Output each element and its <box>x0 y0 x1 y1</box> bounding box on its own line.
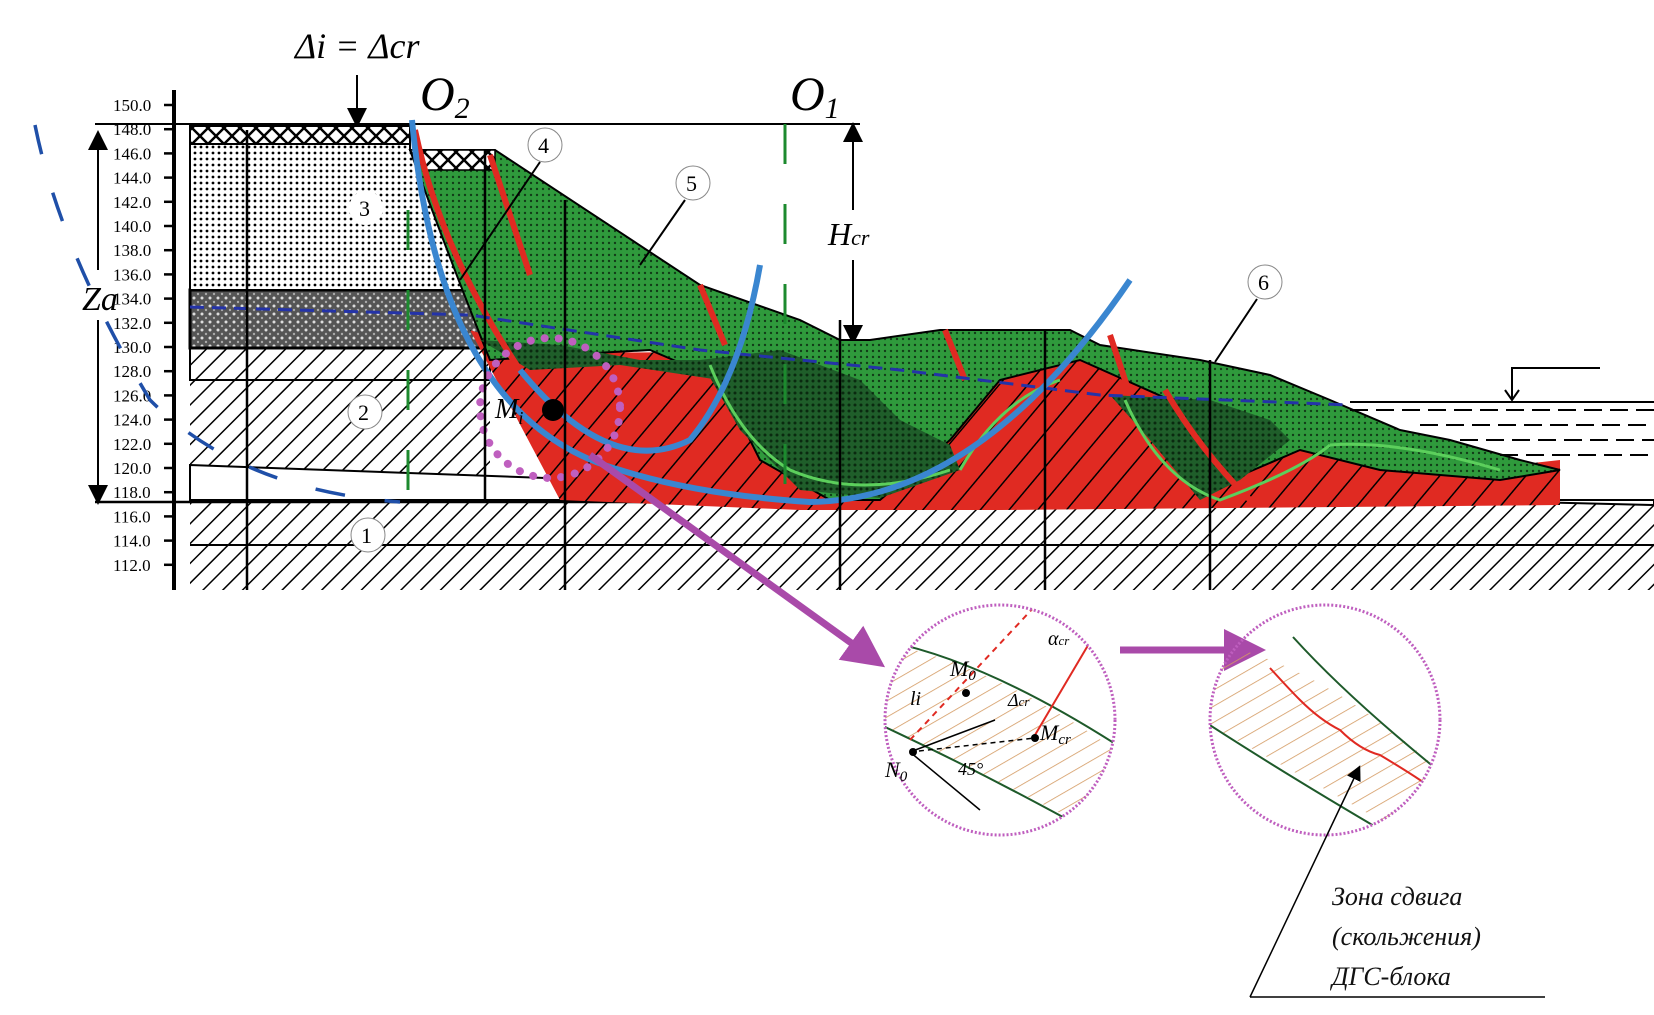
marker-4: 4 <box>527 127 563 163</box>
elevation-tick-label: 130.0 <box>113 338 151 357</box>
detail-left: M0 N0 Mcr li αcr Δcr 45° <box>883 603 1117 837</box>
deep-block-1 <box>700 350 960 498</box>
elevation-tick-label: 146.0 <box>113 144 151 163</box>
svg-text:2: 2 <box>358 400 369 425</box>
marker-1: 1 <box>350 517 386 553</box>
alpha-cr-label: αcr <box>1048 628 1070 650</box>
elevation-tick-label: 118.0 <box>113 483 151 502</box>
elevation-tick-label: 114.0 <box>113 532 151 551</box>
mi-label: Mi <box>494 394 523 428</box>
delta-cr-label: Δcr <box>1007 690 1030 710</box>
mi-point <box>542 399 564 421</box>
elevation-tick-label: 148.0 <box>113 120 151 139</box>
caption-line-3: ДГС-блока <box>1329 962 1451 991</box>
boreholes <box>245 130 1212 590</box>
mcr-label: Mcr <box>1039 720 1071 748</box>
elevation-tick-label: 128.0 <box>113 362 151 381</box>
elevation-tick-label: 144.0 <box>113 169 151 188</box>
formula-label: Δi = Δcr <box>293 26 421 66</box>
svg-text:1: 1 <box>361 523 372 548</box>
svg-text:5: 5 <box>686 171 697 196</box>
n0-label: N0 <box>884 757 908 785</box>
o2-label: O2 <box>420 68 470 125</box>
elevation-tick-label: 142.0 <box>113 193 151 212</box>
slip-arcs <box>409 119 1133 506</box>
caption-line-1: Зона сдвига <box>1332 882 1462 911</box>
elevation-tick-label: 132.0 <box>113 314 151 333</box>
angle-label: 45° <box>958 759 983 779</box>
elevation-tick-label: 124.0 <box>113 411 151 430</box>
elevation-tick-label: 112.0 <box>113 556 151 575</box>
marker-6: 6 <box>1247 264 1283 300</box>
elevation-tick-label: 134.0 <box>113 290 151 309</box>
svg-text:3: 3 <box>359 196 370 221</box>
elevation-tick-label: 136.0 <box>113 265 151 284</box>
marker-5: 5 <box>675 165 711 201</box>
elevation-tick-label: 140.0 <box>113 217 151 236</box>
detail-right: Зона сдвига (скольжения) ДГС-блока <box>1208 603 1545 998</box>
centerlines <box>406 124 787 500</box>
o1-label: O1 <box>790 68 840 125</box>
marker-2: 2 <box>347 394 383 430</box>
marker-3: 3 <box>349 191 383 225</box>
outer-slip-arc <box>33 124 401 504</box>
hcr-label: Hcr <box>827 216 870 252</box>
groundwater-line <box>189 305 1351 407</box>
m0-label: M0 <box>949 656 976 684</box>
fault-lines <box>412 129 1253 503</box>
elevation-tick-label: 116.0 <box>113 507 151 526</box>
elevation-ticks: 150.0 148.0 146.0 144.0 142.0 140.0 138.0 136.0… <box>113 96 174 575</box>
elevation-tick-label: 138.0 <box>113 241 151 260</box>
elevation-tick-label: 122.0 <box>113 435 151 454</box>
topsoil-layer <box>189 125 411 145</box>
svg-text:6: 6 <box>1258 270 1269 295</box>
zoom-arrow-1 <box>587 452 886 668</box>
water-body <box>1350 367 1654 456</box>
elevation-tick-label: 126.0 <box>113 386 151 405</box>
za-label: Za <box>82 281 118 318</box>
gravel-layer <box>188 288 493 350</box>
elevation-tick-label: 150.0 <box>113 96 151 115</box>
caption-line-2: (скольжения) <box>1332 922 1481 951</box>
elevation-tick-label: 120.0 <box>113 459 151 478</box>
mi-callout-circle <box>476 334 624 482</box>
svg-text:4: 4 <box>538 133 549 158</box>
li-label: li <box>910 688 921 710</box>
layer-markers: 1 2 3 4 5 6 <box>347 127 1283 553</box>
